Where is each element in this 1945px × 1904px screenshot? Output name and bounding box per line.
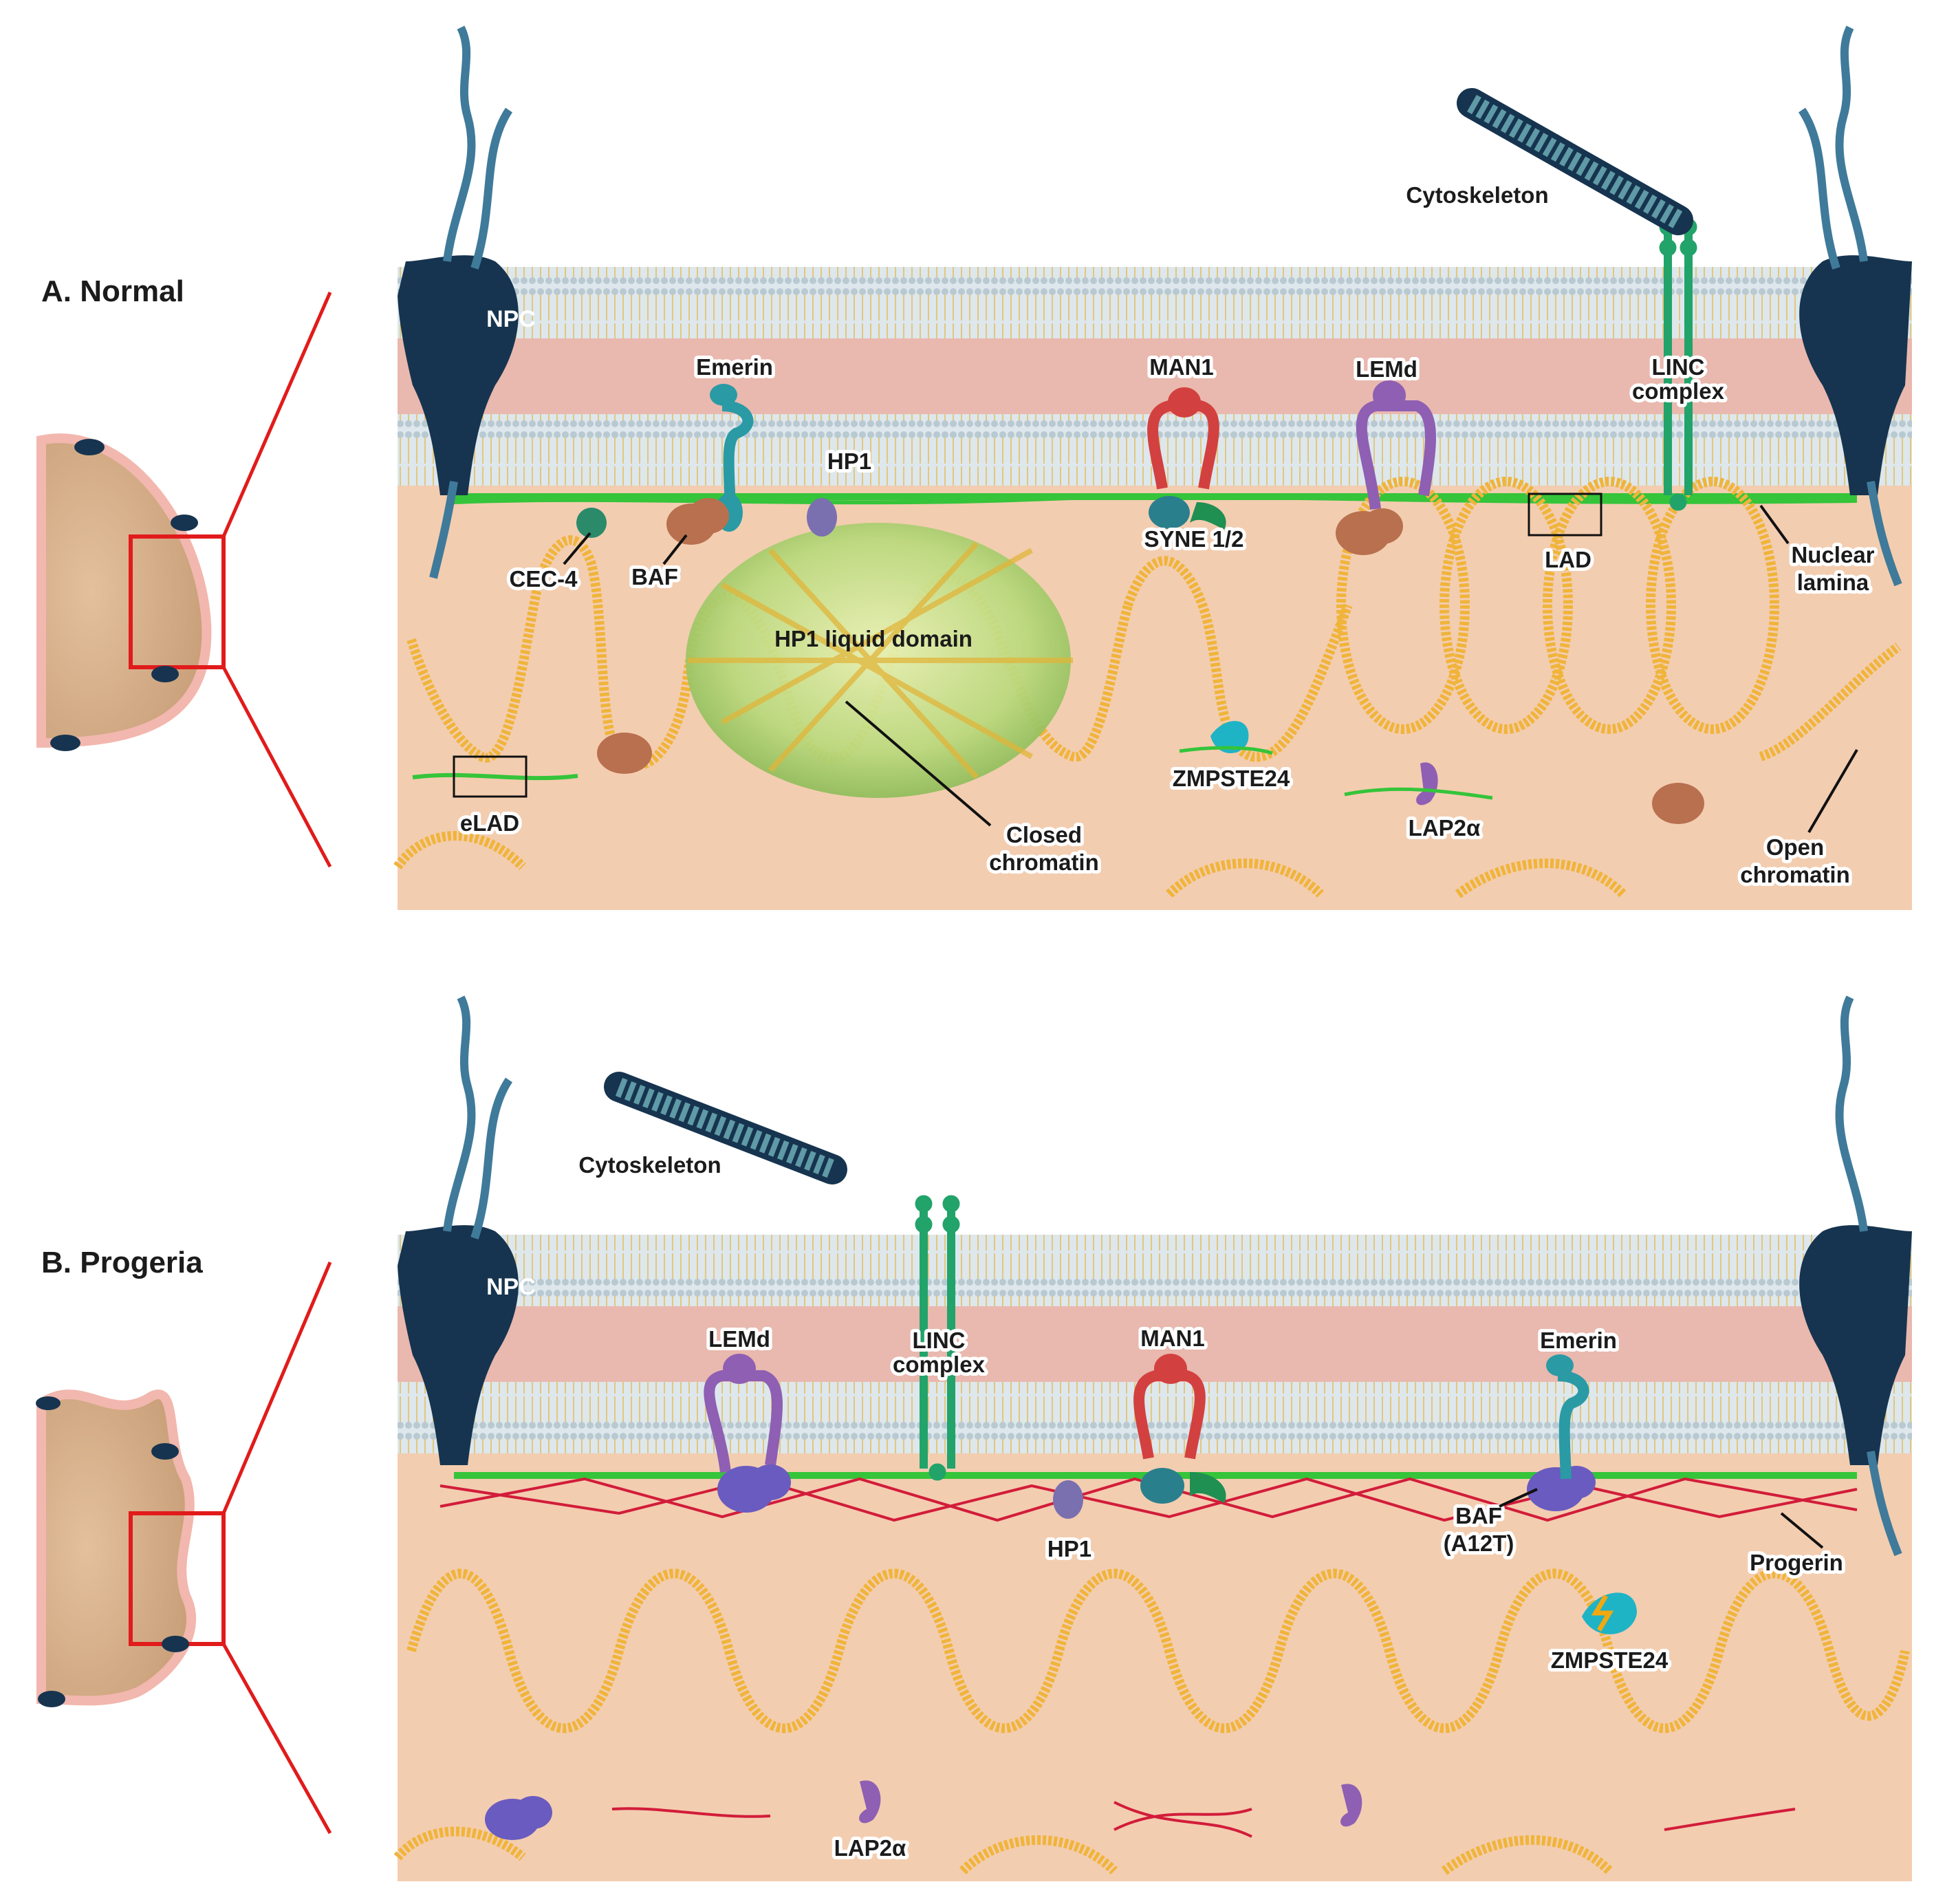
man1-protein bbox=[1147, 387, 1219, 490]
hp1-protein-b bbox=[1053, 1480, 1083, 1519]
panel-b: B. Progeria NPC bbox=[36, 995, 1912, 1881]
perinuclear-space bbox=[398, 338, 1912, 414]
linc-label-line1: LINC bbox=[1652, 354, 1705, 380]
syne-label: SYNE 1/2 bbox=[1144, 526, 1244, 552]
cec4-label: CEC-4 bbox=[509, 566, 578, 592]
baf-protein bbox=[597, 498, 1704, 824]
npc-label-b: NPC bbox=[486, 1274, 536, 1300]
lap2a-protein bbox=[1344, 762, 1493, 805]
lemd-protein bbox=[1356, 380, 1436, 510]
npc-right bbox=[1798, 25, 1912, 587]
emerin-label: Emerin bbox=[696, 354, 773, 380]
baf-mutant-protein bbox=[485, 1464, 1596, 1840]
chromatin-fiber bbox=[393, 477, 1902, 898]
npc-left-b bbox=[398, 995, 519, 1465]
cytoskeleton-label: Cytoskeleton bbox=[1406, 182, 1548, 208]
hp1-label-b: HP1 bbox=[1047, 1536, 1091, 1561]
lap2a-protein-b bbox=[859, 1780, 1362, 1827]
closed-chromatin-line1: Closed bbox=[1006, 822, 1082, 847]
free-progerin bbox=[611, 1801, 1796, 1838]
hp1-domain-label: HP1 liquid domain bbox=[774, 626, 972, 651]
baf-label-b-line1: BAF bbox=[1455, 1503, 1502, 1528]
hp1-protein bbox=[807, 498, 837, 537]
lap2a-label: LAP2α bbox=[1409, 815, 1481, 841]
syne-protein bbox=[1149, 496, 1226, 530]
panel-a: A. Normal bbox=[36, 25, 1912, 910]
cell-sketch-b bbox=[36, 1262, 332, 1835]
baf-label-b-line2: (A12T) bbox=[1444, 1530, 1514, 1556]
lemd-label: LEMd bbox=[1356, 356, 1417, 382]
outer-membrane bbox=[398, 267, 1912, 338]
man1-protein-b bbox=[1133, 1354, 1206, 1460]
leader-lines-a bbox=[563, 504, 1858, 834]
cytoskeleton-filament-b bbox=[604, 1072, 847, 1184]
npc-label: NPC bbox=[486, 306, 536, 332]
progerin-filaments bbox=[439, 1477, 1858, 1522]
lap2a-label-b: LAP2α bbox=[834, 1835, 906, 1861]
zmpste24-label: ZMPSTE24 bbox=[1173, 766, 1290, 791]
cell-sketch-a bbox=[36, 291, 332, 868]
panel-b-title: B. Progeria bbox=[41, 1246, 203, 1279]
pore-icon bbox=[50, 439, 198, 751]
closed-chromatin-mesh bbox=[688, 541, 1073, 779]
cec4-protein bbox=[576, 508, 607, 538]
zmpste24-label-b: ZMPSTE24 bbox=[1551, 1647, 1669, 1673]
closed-chromatin-line2: chromatin bbox=[989, 850, 1099, 875]
panel-a-title: A. Normal bbox=[41, 274, 184, 308]
cytoskeleton-label-b: Cytoskeleton bbox=[578, 1152, 721, 1178]
elad-label: eLAD bbox=[460, 810, 519, 836]
emerin-protein-b bbox=[1546, 1354, 1589, 1480]
syne-protein-b bbox=[1140, 1468, 1226, 1504]
linc-label-b-line2: complex bbox=[893, 1352, 986, 1377]
emerin-label-b: Emerin bbox=[1540, 1328, 1617, 1353]
linc-complex bbox=[1659, 218, 1697, 511]
man1-label: MAN1 bbox=[1149, 354, 1214, 380]
linc-label-b-line1: LINC bbox=[913, 1328, 966, 1353]
zmpste24-protein-b bbox=[1582, 1592, 1637, 1634]
man1-label-b: MAN1 bbox=[1140, 1326, 1205, 1351]
elad-box bbox=[453, 755, 528, 798]
outer-membrane-b bbox=[398, 1235, 1912, 1306]
npc-right-b bbox=[1799, 995, 1912, 1557]
zmpste24-protein bbox=[1179, 721, 1273, 755]
npc-left bbox=[398, 25, 519, 579]
baf-label: BAF bbox=[631, 564, 678, 589]
linc-label-line2: complex bbox=[1632, 378, 1725, 404]
progerin-label: Progerin bbox=[1750, 1550, 1843, 1575]
lad-label: LAD bbox=[1545, 547, 1591, 572]
inner-membrane-b bbox=[398, 1382, 1912, 1453]
cytoskeleton-filament bbox=[1457, 88, 1693, 235]
elad-lamina bbox=[412, 772, 578, 781]
lamina-label-line2: lamina bbox=[1797, 570, 1869, 595]
open-chromatin-line1: Open bbox=[1766, 834, 1824, 860]
lad-box bbox=[1528, 493, 1602, 537]
linc-complex-b bbox=[915, 1195, 960, 1481]
open-chromatin-line2: chromatin bbox=[1740, 862, 1850, 887]
lamina-label-line1: Nuclear bbox=[1791, 542, 1874, 567]
lemd-label-b: LEMd bbox=[708, 1326, 770, 1352]
hp1-label: HP1 bbox=[827, 448, 871, 474]
chromatin-fiber-b bbox=[393, 1568, 1910, 1875]
leader-lines-b bbox=[1499, 1488, 1824, 1549]
lemd-protein-b bbox=[704, 1354, 783, 1473]
